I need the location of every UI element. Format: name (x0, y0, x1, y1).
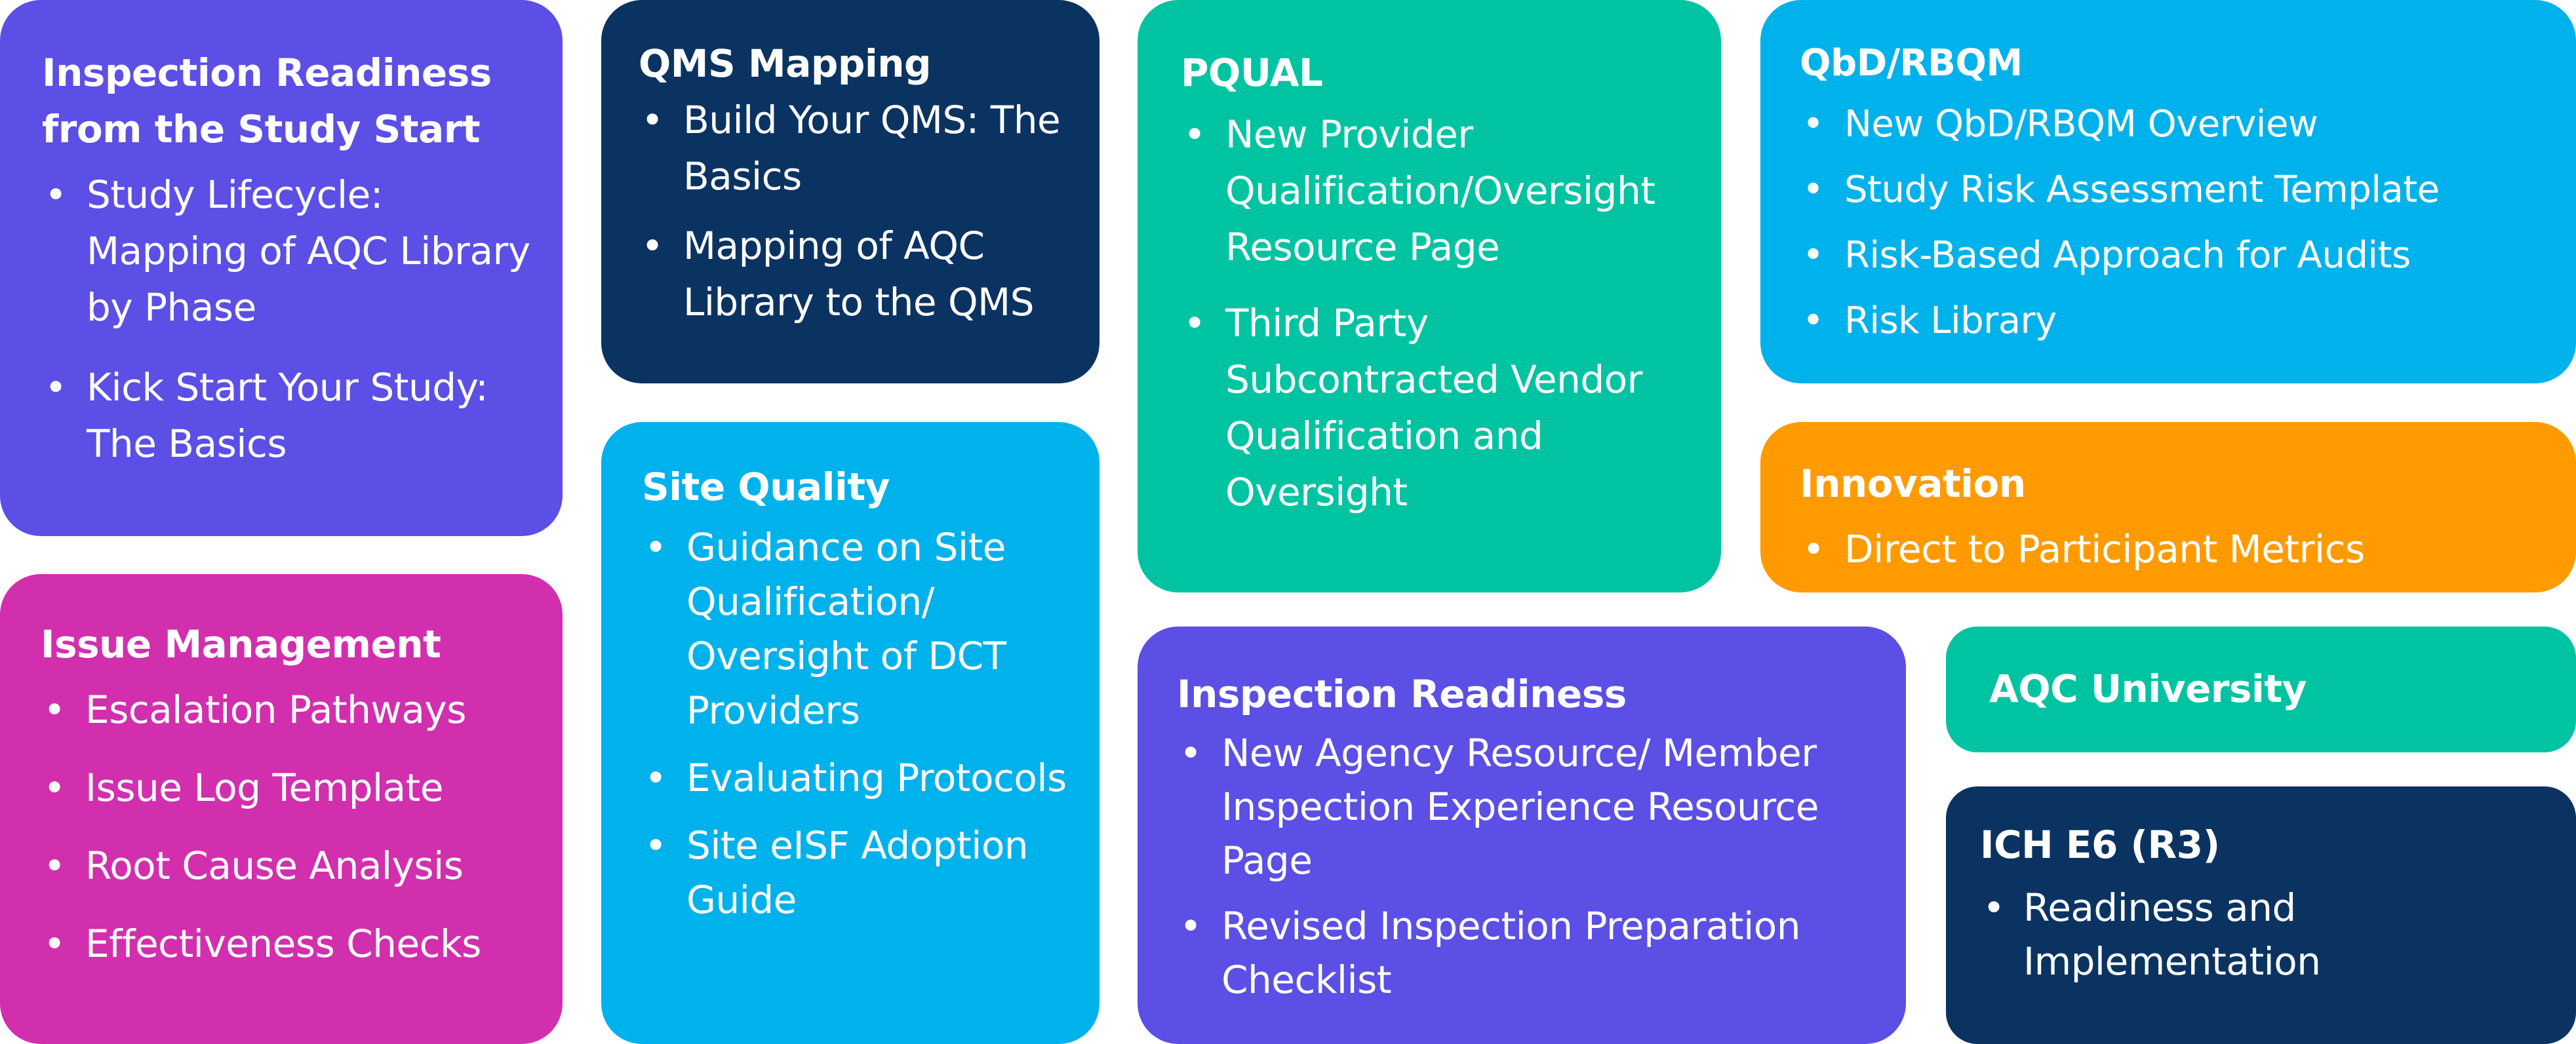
list-item-label: Issue Log Template (85, 765, 444, 810)
bullet-icon: • (1802, 234, 1824, 277)
list-item[interactable]: • Study Lifecycle: Mapping of AQC Librar… (42, 166, 536, 336)
card-inspection-readiness-study-start[interactable]: Inspection Readiness from the Study Star… (0, 0, 563, 536)
list-item[interactable]: • New Provider Qualification/Oversight R… (1181, 106, 1697, 275)
list-item[interactable]: • Revised Inspection Preparation Checkli… (1177, 899, 1886, 1007)
bullet-icon: • (1183, 112, 1206, 157)
card-title: AQC University (1989, 667, 2307, 711)
bullet-icon: • (1802, 103, 1824, 145)
card-title: Site Quality (642, 465, 890, 509)
list-item-label: Revised Inspection Preparation Checklist (1221, 904, 1801, 1002)
list-item-label: New Agency Resource/ Member Inspection E… (1221, 731, 1819, 883)
card-list: • New QbD/RBQM Overview • Study Risk Ass… (1800, 92, 2556, 354)
card-aqc-university[interactable]: AQC University (1946, 627, 2576, 752)
list-item[interactable]: • Mapping of AQC Library to the QMS (639, 218, 1073, 330)
bullet-icon: • (644, 525, 667, 570)
card-title: PQUAL (1181, 50, 1323, 95)
list-item[interactable]: • Third Party Subcontracted Vendor Quali… (1181, 295, 1697, 520)
card-site-quality[interactable]: Site Quality • Guidance on Site Qualific… (601, 422, 1100, 1044)
card-title: ICH E6 (R3) (1980, 822, 2220, 867)
list-item-label: Mapping of AQC Library to the QMS (683, 223, 1035, 324)
list-item-label: Root Cause Analysis (85, 843, 464, 888)
list-item[interactable]: • Site eISF Adoption Guide (642, 819, 1080, 927)
card-list: • Study Lifecycle: Mapping of AQC Librar… (42, 166, 536, 472)
card-title: Issue Management (41, 622, 441, 667)
bullet-icon: • (1179, 731, 1202, 775)
list-item-label: Build Your QMS: The Basics (683, 98, 1061, 199)
list-item[interactable]: • Evaluating Protocols (642, 751, 1080, 805)
list-item-label: Escalation Pathways (85, 687, 466, 732)
list-item-label: Risk-Based Approach for Audits (1844, 234, 2411, 277)
bullet-icon: • (43, 687, 66, 732)
list-item-label: New Provider Qualification/Oversight Res… (1225, 112, 1655, 269)
card-inspection-readiness[interactable]: Inspection Readiness • New Agency Resour… (1138, 627, 1906, 1044)
list-item-label: Site eISF Adoption Guide (686, 823, 1029, 922)
list-item-label: Risk Library (1844, 300, 2057, 342)
list-item[interactable]: • Issue Log Template (41, 760, 543, 816)
list-item[interactable]: • Risk-Based Approach for Audits (1800, 223, 2556, 288)
list-item-label: Third Party Subcontracted Vendor Qualifi… (1225, 301, 1643, 514)
list-item[interactable]: • Escalation Pathways (41, 682, 543, 738)
card-pqual[interactable]: PQUAL • New Provider Qualification/Overs… (1138, 0, 1721, 592)
bullet-icon: • (641, 98, 664, 142)
list-item-label: New QbD/RBQM Overview (1844, 103, 2318, 145)
card-title: Innovation (1800, 461, 2026, 506)
card-list: • New Provider Qualification/Oversight R… (1181, 106, 1697, 520)
bullet-icon: • (644, 823, 667, 868)
card-ich-e6[interactable]: ICH E6 (R3) • Readiness and Implementati… (1946, 786, 2576, 1044)
card-list: • Readiness and Implementation (1980, 881, 2556, 988)
bullet-icon: • (1802, 300, 1824, 342)
list-item[interactable]: • Build Your QMS: The Basics (639, 92, 1073, 204)
bullet-icon: • (43, 843, 66, 888)
list-item[interactable]: • Direct to Participant Metrics (1800, 521, 2556, 577)
list-item[interactable]: • New Agency Resource/ Member Inspection… (1177, 726, 1886, 887)
card-issue-management[interactable]: Issue Management • Escalation Pathways •… (0, 574, 563, 1044)
card-qbd-rbqm[interactable]: QbD/RBQM • New QbD/RBQM Overview • Study… (1760, 0, 2576, 383)
card-list: • Guidance on Site Qualification/ Oversi… (642, 520, 1080, 927)
list-item[interactable]: • Root Cause Analysis (41, 838, 543, 894)
card-innovation[interactable]: Innovation • Direct to Participant Metri… (1760, 422, 2576, 592)
bullet-icon: • (43, 921, 66, 966)
bullet-icon: • (1802, 527, 1825, 571)
list-item[interactable]: • Risk Library (1800, 288, 2556, 354)
card-qms-mapping[interactable]: QMS Mapping • Build Your QMS: The Basics… (601, 0, 1100, 383)
list-item[interactable]: • Guidance on Site Qualification/ Oversi… (642, 520, 1080, 738)
bullet-icon: • (1983, 885, 2005, 930)
list-item-label: Evaluating Protocols (686, 756, 1067, 800)
card-title: QbD/RBQM (1800, 42, 2023, 85)
list-item-label: Study Risk Assessment Template (1844, 168, 2440, 211)
list-item-label: Guidance on Site Qualification/ Oversigh… (686, 525, 1006, 733)
card-list: • Escalation Pathways • Issue Log Templa… (41, 682, 543, 972)
list-item-label: Kick Start Your Study: The Basics (87, 365, 488, 466)
bullet-icon: • (1183, 301, 1206, 345)
bullet-icon: • (1802, 168, 1824, 211)
bullet-icon: • (641, 223, 664, 268)
list-item-label: Study Lifecycle: Mapping of AQC Library … (87, 172, 530, 330)
list-item[interactable]: • Study Risk Assessment Template (1800, 157, 2556, 223)
card-list: • Direct to Participant Metrics (1800, 521, 2556, 577)
list-item[interactable]: • Effectiveness Checks (41, 916, 543, 972)
bullet-icon: • (45, 365, 67, 410)
list-item[interactable]: • Kick Start Your Study: The Basics (42, 359, 536, 472)
list-item-label: Effectiveness Checks (85, 921, 481, 966)
bullet-icon: • (45, 172, 67, 217)
list-item[interactable]: • New QbD/RBQM Overview (1800, 92, 2556, 157)
list-item-label: Readiness and Implementation (2023, 885, 2321, 984)
bullet-icon: • (43, 765, 66, 810)
bullet-icon: • (644, 756, 667, 800)
bullet-icon: • (1179, 904, 1202, 948)
card-title: Inspection Readiness (1177, 672, 1627, 716)
list-item[interactable]: • Readiness and Implementation (1980, 881, 2556, 988)
card-list: • New Agency Resource/ Member Inspection… (1177, 726, 1886, 1007)
card-list: • Build Your QMS: The Basics • Mapping o… (639, 92, 1073, 330)
card-title: QMS Mapping (639, 41, 932, 86)
list-item-label: Direct to Participant Metrics (1844, 527, 2365, 571)
card-title: Inspection Readiness from the Study Star… (42, 50, 492, 151)
